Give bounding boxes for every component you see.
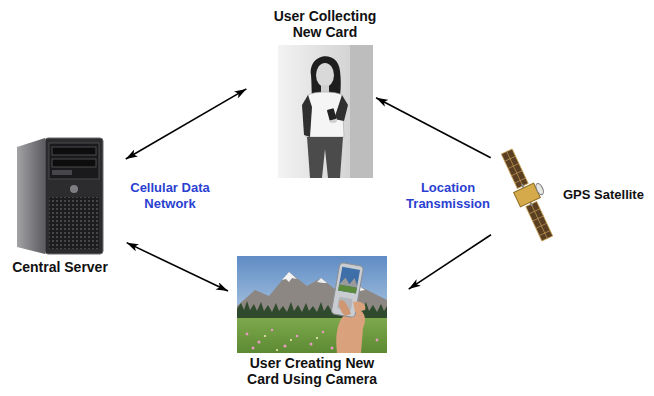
illustration-part <box>307 137 343 178</box>
network-label: Cellular Data Network <box>122 180 218 212</box>
illustration-part <box>350 45 373 178</box>
landscape-photo <box>237 256 387 353</box>
node-caption: User Collecting New Card <box>260 8 390 40</box>
illustration-part <box>282 272 297 282</box>
illustration-part <box>310 343 313 346</box>
illustration-part <box>302 95 312 137</box>
illustration-part <box>534 182 545 195</box>
node-caption: Central Server <box>12 259 108 275</box>
node-caption: User Creating New Card Using Camera <box>237 355 387 387</box>
illustration-part <box>283 344 286 347</box>
double-arrow <box>127 243 228 291</box>
node-caption: GPS Satellite <box>563 187 644 203</box>
illustration-part <box>331 347 334 350</box>
illustration-part <box>264 335 266 337</box>
illustration-part <box>501 149 528 189</box>
server-illustration <box>15 135 105 255</box>
illustration-part <box>70 185 78 193</box>
illustration-part <box>49 143 99 179</box>
illustration-part <box>52 170 72 175</box>
illustration-part <box>17 138 45 254</box>
illustration-part <box>276 349 278 351</box>
illustration-part <box>257 340 260 343</box>
illustration-part <box>526 202 553 242</box>
illustration-part <box>338 267 360 294</box>
illustration-part <box>246 333 249 336</box>
illustration-part <box>52 159 96 167</box>
illustration-part <box>334 95 348 121</box>
double-arrow <box>126 89 247 159</box>
illustration-part <box>264 335 318 351</box>
illustration-part <box>339 300 351 316</box>
illustration-part <box>49 197 99 249</box>
illustration-part <box>290 339 292 341</box>
illustration-part <box>317 278 327 283</box>
illustration-part <box>497 145 558 243</box>
illustration-part <box>501 149 528 189</box>
satellite-illustration <box>496 145 558 245</box>
illustration-part <box>322 331 324 333</box>
illustration-part <box>271 329 273 331</box>
illustration-part <box>316 337 318 339</box>
arrow <box>376 98 491 158</box>
illustration-part <box>252 347 255 350</box>
illustration-part <box>353 301 365 312</box>
user-collecting-node: User Collecting New Card <box>260 8 390 178</box>
illustration-part <box>326 108 336 120</box>
illustration-part <box>338 285 357 294</box>
user-photo <box>278 45 373 178</box>
illustration-part <box>376 339 379 342</box>
user-creating-node: User Creating New Card Using Camera <box>237 256 387 387</box>
illustration-part <box>278 45 373 178</box>
illustration-part <box>296 335 299 338</box>
illustration-part <box>45 138 103 254</box>
server-node: Central Server <box>12 135 108 275</box>
illustration-part <box>52 147 96 155</box>
illustration-part <box>237 256 387 353</box>
network-label: Location Transmission <box>402 180 494 212</box>
illustration-part <box>526 202 553 242</box>
satellite-node: GPS Satellite <box>496 145 644 245</box>
illustration-part <box>45 138 103 254</box>
arrow <box>409 235 491 289</box>
illustration-part <box>316 63 334 87</box>
